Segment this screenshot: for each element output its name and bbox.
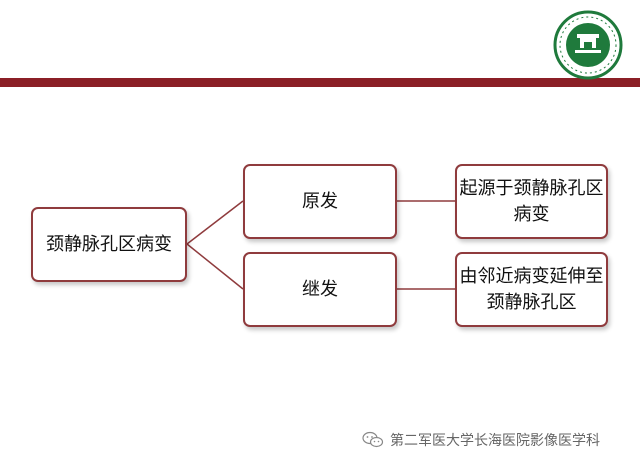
hospital-seal-logo	[553, 10, 623, 80]
detail-node-primary-label: 起源于颈静脉孔区病变	[459, 177, 604, 225]
root-node: 颈静脉孔区病变	[31, 207, 187, 282]
connector-root-to-secondary	[186, 243, 244, 290]
footer-text: 第二军医大学长海医院影像医学科	[390, 433, 600, 449]
detail-node-secondary-label: 由邻近病变延伸至颈静脉孔区	[459, 265, 604, 313]
footer-watermark: 第二军医大学长海医院影像医学科	[362, 430, 600, 450]
branch-node-secondary-label: 继发	[302, 278, 338, 300]
connector-root-to-primary	[186, 200, 244, 245]
branch-node-primary-label: 原发	[302, 190, 338, 212]
detail-node-secondary: 由邻近病变延伸至颈静脉孔区	[455, 252, 608, 327]
branch-node-secondary: 继发	[243, 252, 397, 327]
wechat-icon	[362, 431, 384, 448]
header-bar	[0, 78, 640, 87]
root-node-label: 颈静脉孔区病变	[46, 233, 172, 255]
detail-node-primary: 起源于颈静脉孔区病变	[455, 164, 608, 239]
branch-node-primary: 原发	[243, 164, 397, 239]
